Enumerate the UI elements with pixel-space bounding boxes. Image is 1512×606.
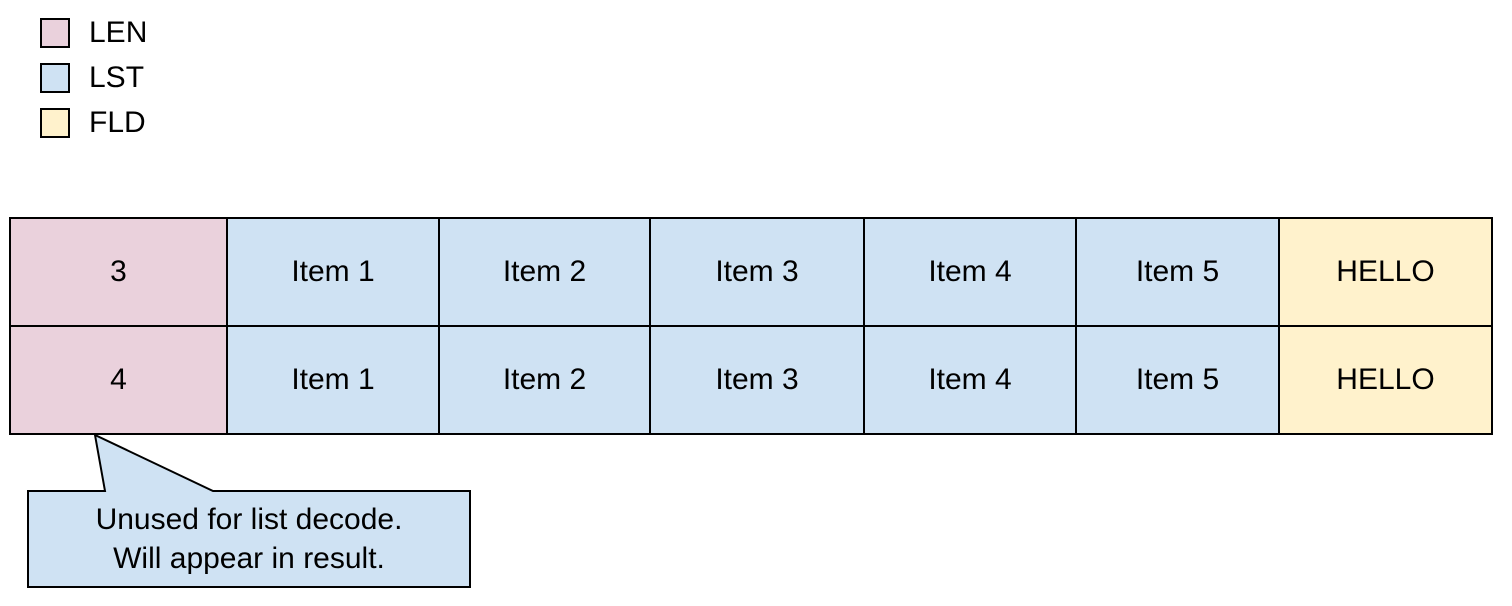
len-color-swatch	[40, 18, 70, 48]
legend-item-len: LEN	[40, 18, 147, 48]
callout-shape	[27, 433, 471, 588]
fld-color-swatch	[40, 108, 70, 138]
callout-note-line2: Will appear in result.	[113, 541, 385, 575]
row1-item5-cell: Item 5	[1077, 327, 1278, 433]
legend-label-fld: FLD	[89, 106, 146, 139]
row1-len-cell: 4	[11, 327, 226, 433]
legend-item-fld: FLD	[40, 108, 147, 138]
row0-item1-cell: Item 1	[228, 219, 438, 325]
callout-bubble	[27, 433, 471, 588]
row0-item3-cell: Item 3	[651, 219, 863, 325]
row1-item1-cell: Item 1	[228, 327, 438, 433]
legend-item-lst: LST	[40, 63, 147, 93]
callout-note-line1: Unused for list decode.	[95, 502, 403, 536]
legend: LEN LST FLD	[40, 18, 147, 138]
lst-color-swatch	[40, 63, 70, 93]
row0-item2-cell: Item 2	[440, 219, 649, 325]
row0-item4-cell: Item 4	[865, 219, 1075, 325]
callout-note: Unused for list decode. Will appear in r…	[28, 492, 470, 586]
byte-layout-table: 3 Item 1 Item 2 Item 3 Item 4 Item 5 HEL…	[9, 217, 1493, 435]
row0-field-cell: HELLO	[1280, 219, 1491, 325]
row1-item2-cell: Item 2	[440, 327, 649, 433]
row1-item3-cell: Item 3	[651, 327, 863, 433]
row1-field-cell: HELLO	[1280, 327, 1491, 433]
row0-item5-cell: Item 5	[1077, 219, 1278, 325]
legend-label-lst: LST	[89, 61, 145, 94]
row1-item4-cell: Item 4	[865, 327, 1075, 433]
row0-len-cell: 3	[11, 219, 226, 325]
legend-label-len: LEN	[89, 16, 148, 49]
